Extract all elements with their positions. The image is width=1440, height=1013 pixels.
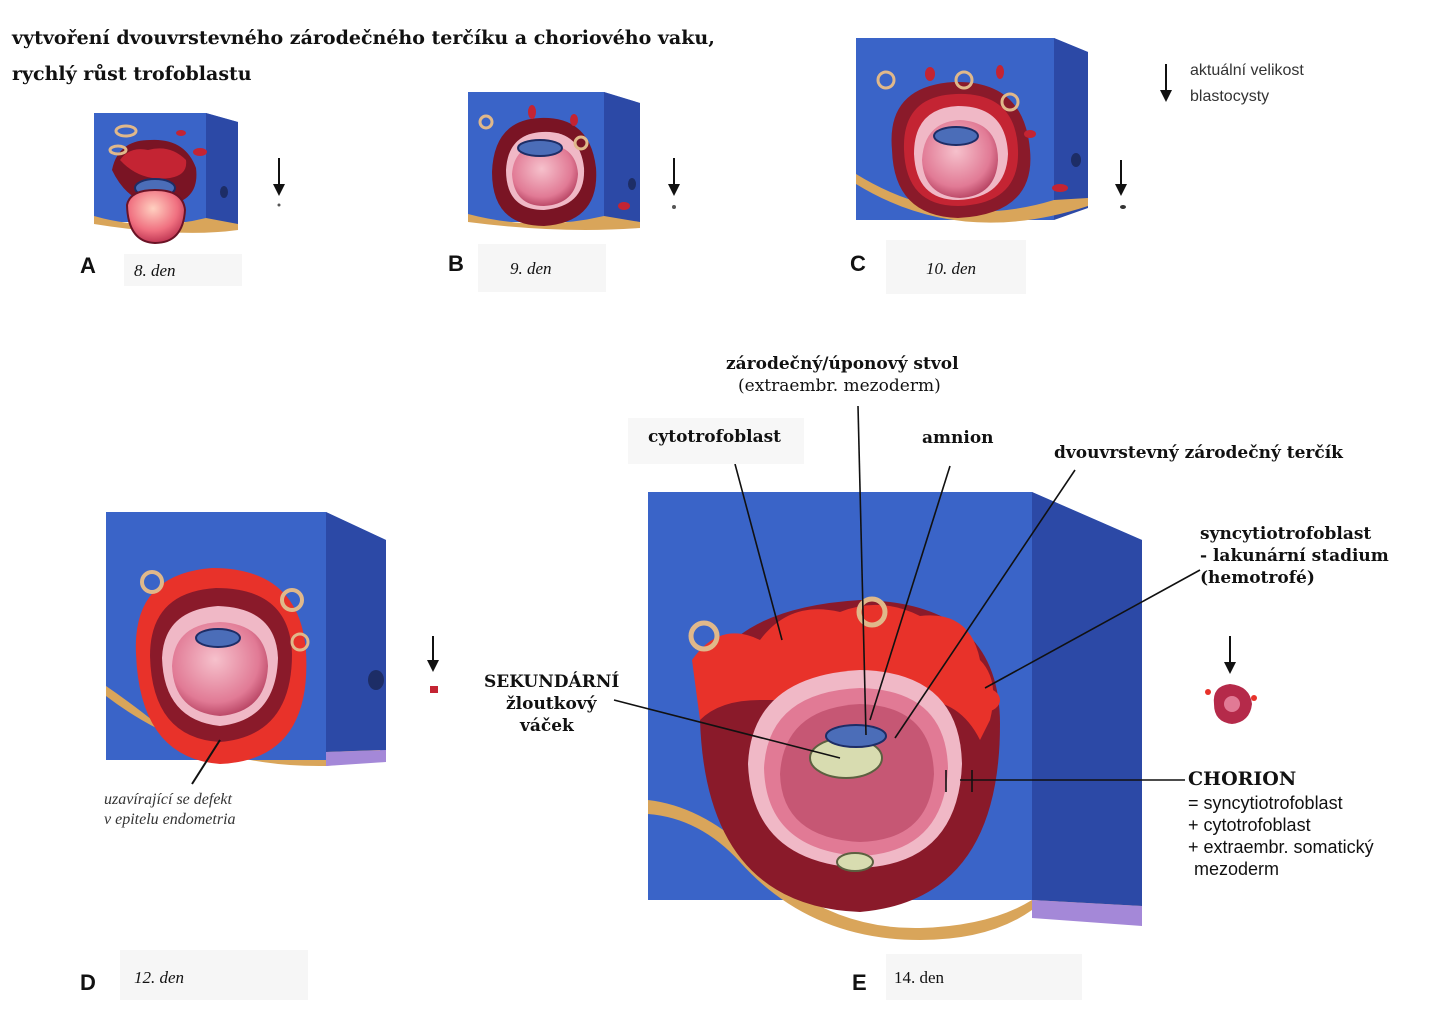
label-yolk-line-3: váček bbox=[520, 716, 574, 736]
panel-day-e: 14. den bbox=[894, 968, 945, 987]
label-amnion: amnion bbox=[922, 428, 994, 448]
label-germ-disc: dvouvrstevný zárodečný terčík bbox=[1054, 443, 1343, 463]
panel-b-illustration bbox=[468, 92, 640, 230]
panel-day-a: 8. den bbox=[134, 261, 176, 280]
pointer-lines bbox=[613, 405, 1201, 792]
title-line-2: rychlý růst trofoblastu bbox=[12, 63, 252, 85]
panel-letter-d: D bbox=[80, 970, 96, 995]
label-yolk-line-1: SEKUNDÁRNÍ bbox=[484, 672, 620, 692]
panel-day-d: 12. den bbox=[134, 968, 185, 987]
day-box-b bbox=[478, 244, 606, 292]
label-chorion-line-3: + extraembr. somatický bbox=[1188, 837, 1374, 857]
panel-d-illustration bbox=[106, 512, 386, 785]
label-chorion-line-4: mezoderm bbox=[1194, 859, 1280, 879]
title-line-1: vytvoření dvouvrstevného zárodečného ter… bbox=[12, 27, 715, 49]
label-syncytio-line-1: syncytiotrofoblast bbox=[1200, 524, 1372, 544]
label-yolk-line-2: žloutkový bbox=[506, 694, 597, 714]
defect-caption-line-1: uzavírající se defekt bbox=[104, 791, 232, 808]
day-box-e bbox=[886, 954, 1082, 1000]
day-box-d bbox=[120, 950, 308, 1000]
mini-blastocysts bbox=[277, 203, 1257, 724]
label-syncytio-line-3: (hemotrofé) bbox=[1200, 568, 1315, 588]
label-cytotrophoblast-bg bbox=[628, 418, 804, 464]
day-box-c bbox=[886, 240, 1026, 294]
panel-letter-b: B bbox=[448, 251, 464, 276]
size-note-line-2: blastocysty bbox=[1190, 88, 1270, 105]
label-chorion-line-2: + cytotrofoblast bbox=[1188, 815, 1311, 835]
panel-c-illustration bbox=[856, 38, 1088, 223]
panel-letter-e: E bbox=[852, 970, 867, 995]
label-chorion-title: CHORION bbox=[1188, 768, 1297, 790]
label-chorion-line-1: = syncytiotrofoblast bbox=[1188, 793, 1343, 813]
label-stalk-line-1: zárodečný/úponový stvol bbox=[726, 354, 959, 374]
panel-e-illustration bbox=[648, 492, 1142, 940]
day-box-a bbox=[124, 254, 242, 286]
defect-caption-line-2: v epitelu endometria bbox=[104, 811, 236, 828]
size-arrows bbox=[273, 64, 1236, 674]
size-note-line-1: aktuální velikost bbox=[1190, 62, 1304, 79]
label-cytotrophoblast: cytotrofoblast bbox=[648, 427, 782, 447]
label-stalk-line-2: (extraembr. mezoderm) bbox=[738, 376, 941, 396]
label-syncytio-line-2: - lakunární stadium bbox=[1200, 546, 1389, 566]
panel-letter-a: A bbox=[80, 253, 96, 278]
panel-letter-c: C bbox=[850, 251, 866, 276]
panel-day-c: 10. den bbox=[926, 259, 977, 278]
panel-day-b: 9. den bbox=[510, 259, 552, 278]
panel-a-illustration bbox=[94, 113, 238, 245]
